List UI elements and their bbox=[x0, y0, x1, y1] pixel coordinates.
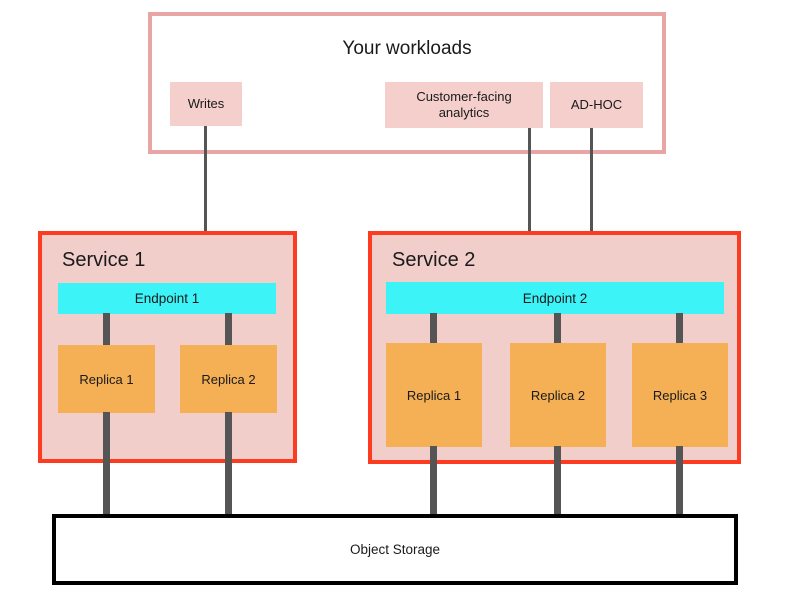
arrow-writes-to-endpoint-1 bbox=[204, 126, 207, 258]
service-1-replica-2[interactable]: Replica 2 bbox=[180, 345, 277, 413]
workloads-title: Your workloads bbox=[342, 38, 472, 59]
workload-chip-writes[interactable]: Writes bbox=[170, 82, 242, 126]
connector-endpoint2-replica3 bbox=[676, 313, 683, 344]
service-2-replica-1[interactable]: Replica 1 bbox=[386, 343, 482, 447]
endpoint-2[interactable]: Endpoint 2 bbox=[386, 282, 724, 314]
endpoint-1[interactable]: Endpoint 1 bbox=[58, 283, 276, 314]
connector-s1-replica2-storage bbox=[225, 412, 232, 516]
connector-s2-replica1-storage bbox=[430, 446, 437, 516]
service-1-title: Service 1 bbox=[62, 249, 146, 271]
service-2-replica-3[interactable]: Replica 3 bbox=[632, 343, 728, 447]
connector-s2-replica3-storage bbox=[676, 446, 683, 516]
service-2-title: Service 2 bbox=[392, 249, 476, 271]
connector-endpoint1-replica2 bbox=[225, 313, 232, 346]
connector-endpoint2-replica1 bbox=[430, 313, 437, 344]
arrow-analytics-to-endpoint-2 bbox=[528, 128, 531, 266]
workload-chip-ad-hoc[interactable]: AD-HOC bbox=[550, 82, 643, 128]
connector-s1-replica1-storage bbox=[103, 412, 110, 516]
object-storage-box[interactable]: Object Storage bbox=[52, 514, 738, 585]
service-1-replica-1[interactable]: Replica 1 bbox=[58, 345, 155, 413]
connector-s2-replica2-storage bbox=[554, 446, 561, 516]
arrow-adhoc-to-endpoint-2 bbox=[590, 128, 593, 266]
service-2-replica-2[interactable]: Replica 2 bbox=[510, 343, 606, 447]
connector-endpoint2-replica2 bbox=[554, 313, 561, 344]
workload-chip-customer-facing-analytics[interactable]: Customer-facing analytics bbox=[385, 82, 543, 128]
connector-endpoint1-replica1 bbox=[103, 313, 110, 346]
